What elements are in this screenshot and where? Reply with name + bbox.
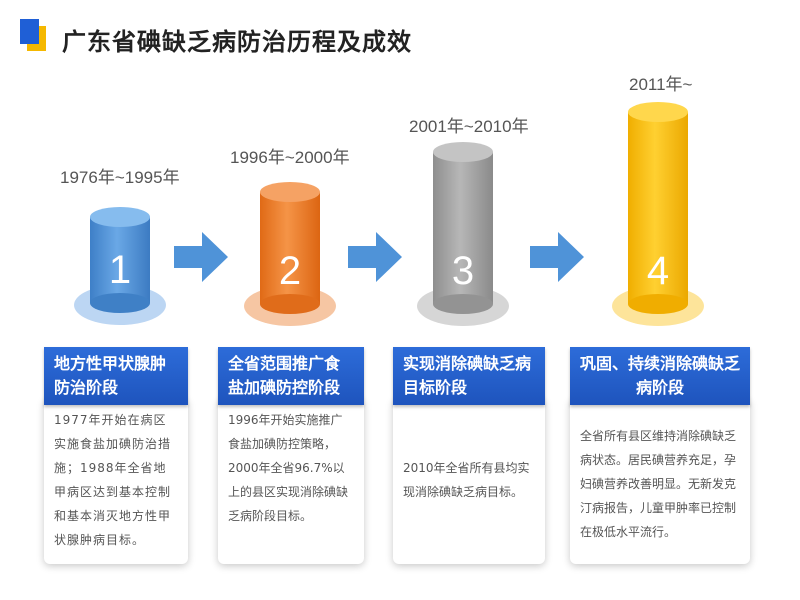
stage-2-number: 2 — [279, 249, 301, 293]
stage-1-cylinder: 1 — [74, 207, 166, 325]
stage-3-heading: 实现消除碘缺乏病目标阶段 — [393, 347, 545, 405]
stage-2-description: 1996年开始实施推广食盐加碘防控策略，2000年全省96.7%以上的县区实现消… — [228, 413, 349, 523]
page-title: 广东省碘缺乏病防治历程及成效 — [62, 28, 412, 56]
stage-4-description-card: 全省所有县区维持消除碘缺乏病状态。居民碘营养充足，孕妇碘营养改善明显。无新发克汀… — [570, 398, 750, 564]
stage-4-cylinder: 4 — [612, 102, 704, 326]
stage-3-description: 2010年全省所有县均实现消除碘缺乏病目标。 — [403, 461, 530, 499]
stage-4-heading: 巩固、持续消除碘缺乏病阶段 — [570, 347, 750, 405]
arrow-right-icon — [174, 232, 228, 282]
stage-1-period: 1976年~1995年 — [60, 168, 180, 187]
stage-2-period: 1996年~2000年 — [230, 148, 350, 167]
arrow-right-icon — [530, 232, 584, 282]
stage-2-description-card: 1996年开始实施推广食盐加碘防控策略，2000年全省96.7%以上的县区实现消… — [218, 398, 364, 564]
stage-4-period: 2011年~ — [629, 75, 693, 94]
stage-3-description-card: 2010年全省所有县均实现消除碘缺乏病目标。 — [393, 398, 545, 564]
stage-2-cylinder: 2 — [244, 182, 336, 326]
stage-1-description: 1977年开始在病区实施食盐加碘防治措施；1988年全省地甲病区达到基本控制和基… — [54, 413, 172, 547]
stage-3-period: 2001年~2010年 — [409, 117, 529, 136]
stage-4-number: 4 — [647, 249, 669, 293]
stage-2-heading: 全省范围推广食盐加碘防控阶段 — [218, 347, 364, 405]
arrow-right-icon — [348, 232, 402, 282]
title-marker-icon — [20, 19, 46, 51]
stage-4-description: 全省所有县区维持消除碘缺乏病状态。居民碘营养充足，孕妇碘营养改善明显。无新发克汀… — [580, 429, 737, 539]
stage-1-number: 1 — [109, 248, 131, 292]
stage-3-cylinder: 3 — [417, 142, 509, 326]
stage-1-description-card: 1977年开始在病区实施食盐加碘防治措施；1988年全省地甲病区达到基本控制和基… — [44, 398, 188, 564]
stage-3-number: 3 — [452, 249, 474, 293]
stage-1-heading: 地方性甲状腺肿防治阶段 — [44, 347, 188, 405]
